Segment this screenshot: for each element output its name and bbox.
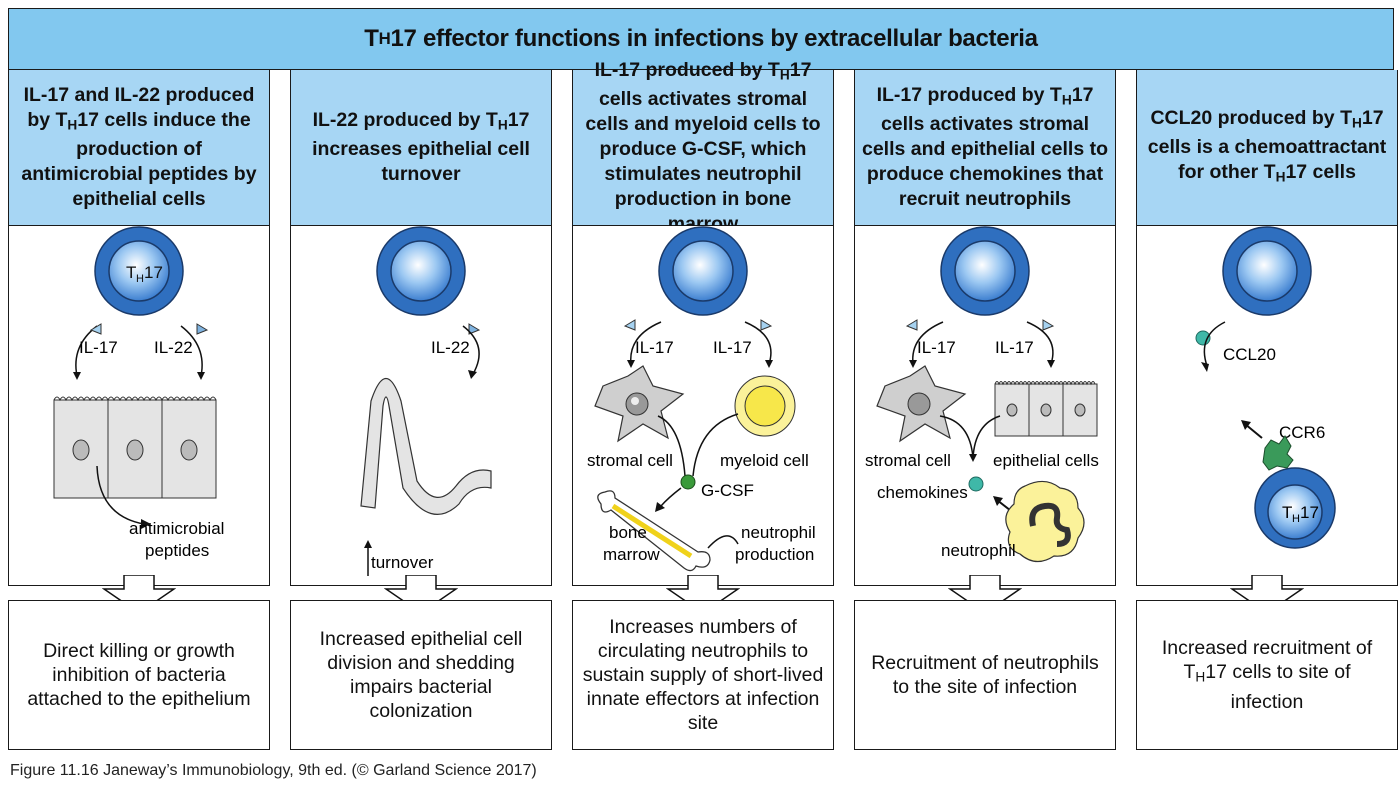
cell-label-num: 17 bbox=[144, 263, 163, 282]
neutrophil-label: neutrophil bbox=[941, 541, 1016, 560]
panel-illustration: T H 17 IL-17 IL-22 antimic bbox=[8, 226, 270, 586]
gcsf-label: G-CSF bbox=[701, 481, 754, 500]
product-label: antimicrobial bbox=[129, 519, 224, 538]
il17-label: IL-17 bbox=[79, 338, 118, 357]
cell-label-sub: H bbox=[136, 273, 144, 285]
product-label-2: peptides bbox=[145, 541, 209, 560]
title-sub: H bbox=[378, 29, 391, 48]
title-text: 17 effector functions in infections by e… bbox=[390, 25, 1038, 52]
subscript: H bbox=[1195, 669, 1206, 685]
panel-heading: IL-17 produced by TH17 cells activates s… bbox=[572, 59, 834, 235]
stromal-label: stromal cell bbox=[865, 451, 951, 470]
cell-label: T bbox=[126, 263, 136, 282]
panel-outcome: Recruitment of neutrophils to the site o… bbox=[854, 600, 1116, 750]
panel-heading: IL-17 and IL-22 produced by TH17 cells i… bbox=[8, 70, 270, 226]
subscript: H bbox=[497, 117, 508, 133]
panel-illustration: CCL20 CCR6 T H 17 bbox=[1136, 226, 1398, 586]
panel-outcome-text: Increased recruitment of TH17 cells to s… bbox=[1161, 637, 1373, 713]
cytokine-icon bbox=[1042, 319, 1055, 331]
th17-cell-icon bbox=[1222, 226, 1312, 316]
cytokine-icon bbox=[89, 323, 102, 335]
panel-heading-text: IL-22 produced by TH17 increases epithel… bbox=[312, 108, 530, 186]
il22-label: IL-22 bbox=[154, 338, 193, 357]
bone-icon bbox=[597, 490, 711, 572]
myeloid-cell-icon bbox=[734, 375, 796, 437]
il17-label: IL-17 bbox=[917, 338, 956, 357]
th17-cell-icon: T H 17 bbox=[94, 226, 184, 316]
epithelial-label: epithelial cells bbox=[993, 451, 1099, 470]
subscript: H bbox=[1061, 92, 1072, 108]
il17-label: IL-17 bbox=[713, 338, 752, 357]
figure-caption: Figure 11.16 Janeway’s Immunobiology, 9t… bbox=[10, 762, 537, 779]
panel-outcome: Increases numbers of circulating neutrop… bbox=[572, 600, 834, 750]
panel-outcome: Increased recruitment of TH17 cells to s… bbox=[1136, 600, 1398, 750]
cell-label-num: 17 bbox=[1300, 503, 1319, 522]
panel-illustration: IL-17 IL-17 stromal cell epithelial cell… bbox=[854, 226, 1116, 586]
th17-cell-icon bbox=[658, 226, 748, 316]
il17-label: IL-17 bbox=[995, 338, 1034, 357]
panel-outcome: Increased epithelial cell division and s… bbox=[290, 600, 552, 750]
gcsf-molecule-icon bbox=[680, 474, 696, 490]
panel-heading-text: IL-17 produced by TH17 cells activates s… bbox=[585, 58, 821, 236]
cytokine-icon bbox=[905, 319, 918, 331]
cell-label-sub: H bbox=[1292, 513, 1300, 525]
subscript: H bbox=[67, 117, 78, 133]
neutrophil-production-label: neutrophil bbox=[741, 523, 816, 542]
subscript: H bbox=[1275, 169, 1286, 185]
epithelial-cells-icon bbox=[994, 381, 1098, 437]
myeloid-label: myeloid cell bbox=[720, 451, 809, 470]
panel-illustration: IL-22 turnover bbox=[290, 226, 552, 586]
bone-label: bone bbox=[609, 523, 647, 542]
th17-cell-icon bbox=[376, 226, 466, 316]
ccr6-receptor-icon bbox=[1262, 435, 1294, 471]
subscript: H bbox=[779, 67, 790, 83]
th17-cell-icon: T H 17 bbox=[1254, 467, 1336, 549]
cytokine-icon bbox=[196, 323, 209, 335]
panel-heading-text: IL-17 and IL-22 produced by TH17 cells i… bbox=[21, 83, 257, 211]
cell-label: T bbox=[1282, 503, 1292, 522]
panel-illustration: IL-17 IL-17 stromal cell myeloid cell G-… bbox=[572, 226, 834, 586]
turnover-label: turnover bbox=[371, 553, 434, 572]
epithelial-cells-icon bbox=[53, 396, 217, 499]
ccr6-label: CCR6 bbox=[1279, 423, 1325, 442]
subscript: H bbox=[1351, 115, 1362, 130]
marrow-label: marrow bbox=[603, 545, 660, 564]
panel-heading-text: IL-17 produced by TH17 cells activates s… bbox=[861, 83, 1108, 211]
panel-outcome: Direct killing or growth inhibition of b… bbox=[8, 600, 270, 750]
chemokine-molecule-icon bbox=[968, 476, 984, 492]
panel-heading: CCL20 produced by TH17 cells is a chemoa… bbox=[1136, 70, 1398, 226]
panel-heading-text: CCL20 produced by TH17 cells is a chemoa… bbox=[1147, 106, 1387, 185]
ccl20-label: CCL20 bbox=[1223, 345, 1276, 364]
production-label: production bbox=[735, 545, 814, 564]
epithelium-villus-icon bbox=[360, 378, 492, 515]
th17-cell-icon bbox=[940, 226, 1030, 316]
title-t: T bbox=[364, 25, 379, 52]
cytokine-icon bbox=[468, 323, 481, 335]
neutrophil-icon bbox=[1005, 480, 1085, 563]
panel-heading: IL-22 produced by TH17 increases epithel… bbox=[290, 70, 552, 226]
il17-label: IL-17 bbox=[635, 338, 674, 357]
cytokine-icon bbox=[760, 319, 773, 331]
chemokines-label: chemokines bbox=[877, 483, 968, 502]
il22-label: IL-22 bbox=[431, 338, 470, 357]
panel-heading: IL-17 produced by TH17 cells activates s… bbox=[854, 70, 1116, 226]
stromal-label: stromal cell bbox=[587, 451, 673, 470]
cytokine-icon bbox=[623, 319, 636, 331]
